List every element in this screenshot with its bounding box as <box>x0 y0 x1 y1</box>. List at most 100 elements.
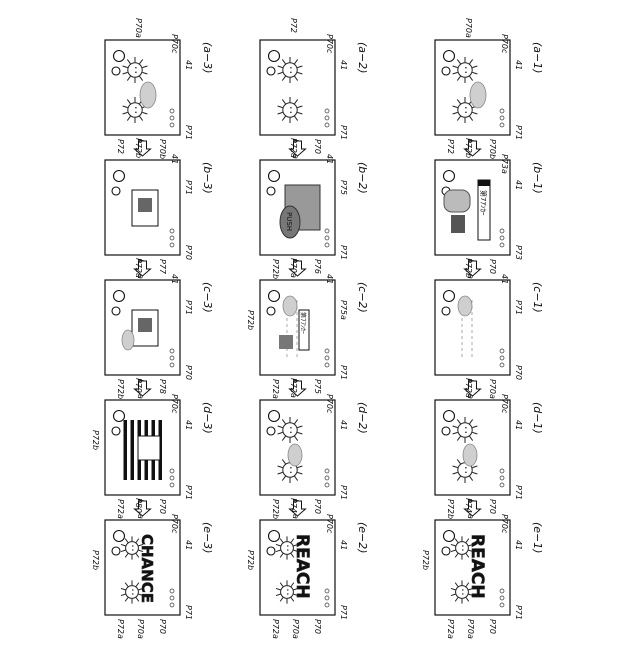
reference-label: P71 <box>514 605 523 620</box>
reference-label: P72b <box>421 550 430 570</box>
sun-eye <box>290 111 292 113</box>
sun-eye <box>290 471 292 473</box>
reference-label: P70c <box>500 514 509 534</box>
sun-eye <box>465 467 467 469</box>
reference-label: P78 <box>158 379 167 394</box>
ghost-blob-icon <box>458 296 472 316</box>
reference-label: P70c <box>325 34 334 54</box>
sun-body <box>281 586 294 599</box>
reference-label: P75 <box>339 180 348 195</box>
panel-id: (d−3) <box>201 402 214 434</box>
ghost-blob-icon <box>283 296 297 316</box>
panel: (a−1)P70c41P71P70bP70P70aP72 <box>435 18 544 159</box>
reference-label: P72a <box>446 619 455 639</box>
button-circle-icon <box>114 411 125 422</box>
reference-label: P79 <box>134 378 143 393</box>
reference-label: P73a <box>500 154 509 174</box>
reference-label: P70a <box>488 379 497 399</box>
monitor-screen-icon <box>138 318 152 332</box>
reference-label: P72a <box>116 499 125 519</box>
panel-id: (b−1) <box>531 162 544 194</box>
caption-bar <box>478 180 490 186</box>
panel: (c−3)41P71P70P78P70aP72aP72b <box>105 258 214 399</box>
reference-label: P72a <box>116 619 125 639</box>
panel-id: (a−3) <box>201 42 214 74</box>
reference-label: 41 <box>500 274 509 284</box>
reference-label: 41 <box>514 420 523 430</box>
button-circle-icon <box>114 291 125 302</box>
sun-eye <box>290 427 292 429</box>
reference-label: P70 <box>488 259 497 274</box>
button-circle-icon <box>112 547 120 555</box>
sun-eye <box>132 589 133 590</box>
panel: (b−3)41P71P70P77P72aP72b <box>105 138 214 279</box>
reference-label: P70 <box>158 499 167 514</box>
reference-label: P72b <box>91 550 100 570</box>
reference-label: P70 <box>514 365 523 380</box>
panel-id: (c−3) <box>201 282 214 313</box>
reference-label: P70c <box>325 394 334 414</box>
reference-label: P71 <box>184 300 193 315</box>
ghost-blob-icon <box>288 444 302 466</box>
sun-eye <box>465 471 467 473</box>
sun-eye <box>465 67 467 69</box>
reference-label: 41 <box>339 60 348 70</box>
reference-label: P70 <box>184 365 193 380</box>
button-circle-icon <box>112 187 120 195</box>
reference-label: P72b <box>116 379 125 399</box>
character-head-icon <box>444 190 470 212</box>
sun-eye <box>132 545 133 546</box>
reference-label: P72a <box>289 138 298 158</box>
reference-label: P70 <box>488 499 497 514</box>
flag-stripe <box>131 420 135 480</box>
panel: (c−2)第7ｱﾝｶｰ41P75aP71P75P70P70aP72aP72b <box>246 258 369 399</box>
panel: (b−2)PUSH41P75P71P76P70P72aP72b <box>260 138 369 279</box>
reference-label: P72b <box>464 138 473 158</box>
sun-body <box>126 586 139 599</box>
sun-body <box>128 63 142 77</box>
reference-label: P71 <box>339 605 348 620</box>
reference-label: P71 <box>339 485 348 500</box>
reference-label: P70a <box>289 258 298 278</box>
panel-id: (d−1) <box>531 402 544 434</box>
reference-label: 41 <box>170 274 179 284</box>
reference-label: P72 <box>116 139 125 154</box>
sun-body <box>283 103 297 117</box>
button-circle-icon <box>114 51 125 62</box>
panel-id: (c−1) <box>531 282 544 313</box>
button-circle-icon <box>112 307 120 315</box>
panel: (e−1)REACHP70c41P71P70P70aP74P72aP72b <box>421 498 544 639</box>
panel-id: (e−2) <box>356 522 369 554</box>
reference-label: P72b <box>464 258 473 278</box>
button-circle-icon <box>269 531 280 542</box>
button-circle-icon <box>267 427 275 435</box>
reference-label: P71 <box>184 180 193 195</box>
panel: (e−2)REACHP70c41P71P70P70aP74P72aP72b <box>246 498 369 639</box>
reference-label: 41 <box>514 180 523 190</box>
monitor-screen-icon <box>138 198 152 212</box>
reference-label: 41 <box>170 154 179 164</box>
reference-label: P72b <box>246 550 255 570</box>
sun-body <box>458 63 472 77</box>
reference-label: P71 <box>339 245 348 260</box>
reference-label: P71 <box>339 125 348 140</box>
reference-label: P72a <box>289 378 298 398</box>
panel: (b−1)第7ｱﾝｶｰP73a41P73P70P72aP72b <box>435 138 544 279</box>
reference-label: P72a <box>271 379 280 399</box>
reference-label: P72b <box>91 430 100 450</box>
big-caption-text: CHANCE <box>138 534 156 603</box>
reference-label: P70 <box>488 619 497 634</box>
sun-eye <box>462 593 463 594</box>
reference-label: P75a <box>339 300 348 320</box>
sun-eye <box>287 593 288 594</box>
rotated-figure: (a−1)P70c41P71P70bP70P70aP72(b−1)第7ｱﾝｶｰP… <box>91 18 544 639</box>
reference-label: P72a <box>134 258 143 278</box>
reference-label: 41 <box>184 60 193 70</box>
reference-label: 41 <box>339 540 348 550</box>
reference-label: P70c <box>170 514 179 534</box>
sun-eye <box>290 431 292 433</box>
button-circle-icon <box>269 411 280 422</box>
reference-label: P72b <box>271 499 280 519</box>
sun-body <box>126 542 139 555</box>
